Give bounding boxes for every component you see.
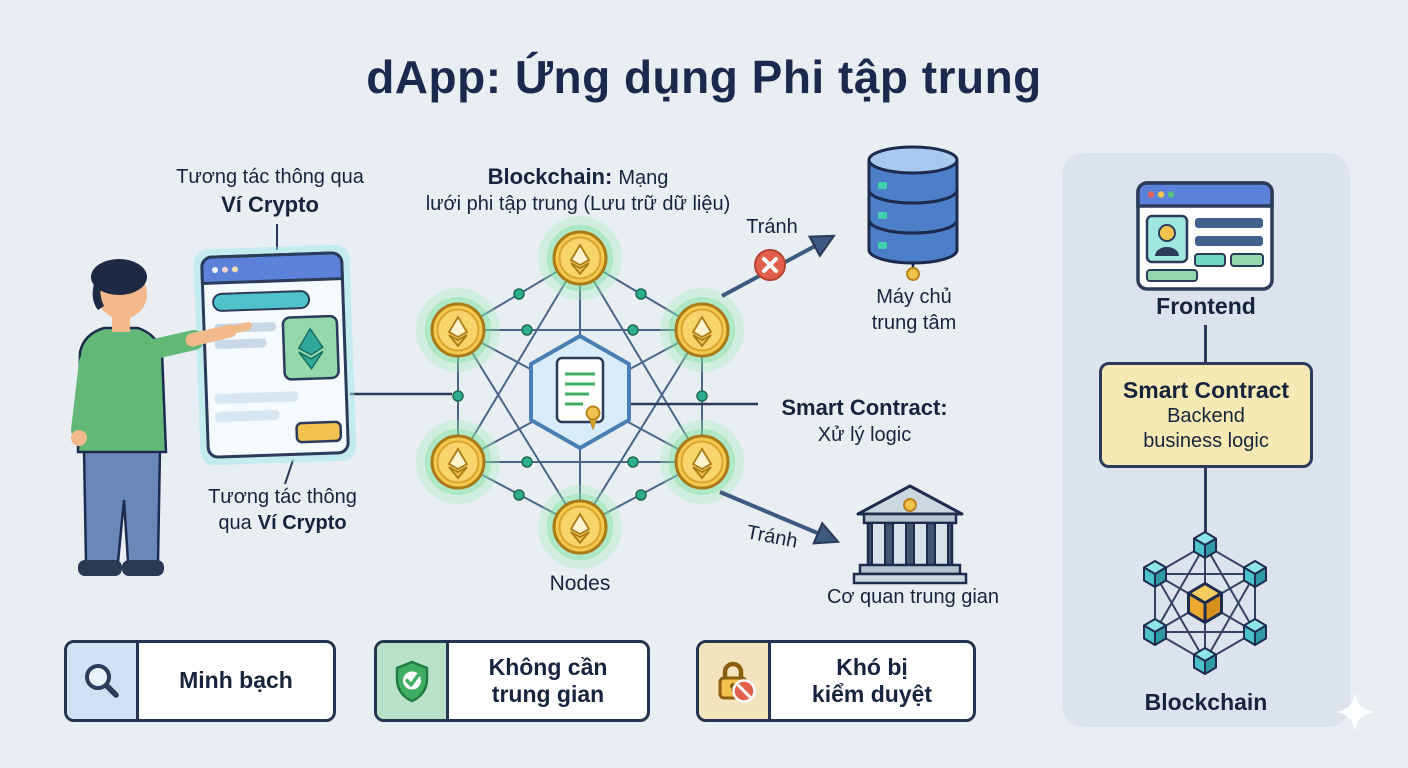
blockchain-label: Blockchain bbox=[1144, 689, 1268, 715]
bank-icon bbox=[852, 484, 968, 585]
seal-icon bbox=[585, 405, 601, 421]
node-coin bbox=[543, 221, 617, 295]
page-title: dApp: Ứng dụng Phi tập trung bbox=[366, 51, 1042, 103]
node-coin bbox=[421, 293, 495, 367]
smart-contract-document-icon bbox=[555, 356, 605, 431]
eth-diamond-icon bbox=[297, 327, 324, 356]
avatar bbox=[1158, 224, 1176, 242]
node-coin bbox=[665, 425, 739, 499]
benefit-label: Không cần trung gian bbox=[488, 653, 608, 707]
benefit-label: Khó bị kiểm duyệt bbox=[811, 653, 933, 707]
central-server-label: Máy chủ trung tâm bbox=[871, 286, 957, 335]
x-circle-icon bbox=[754, 249, 786, 281]
hair bbox=[91, 259, 147, 295]
benefit-card-censorship-resistant: Khó bị kiểm duyệt bbox=[696, 640, 976, 722]
benefit-label: Minh bạch bbox=[179, 667, 293, 694]
node-coin bbox=[421, 425, 495, 499]
frontend-label: Frontend bbox=[1156, 293, 1256, 319]
benefit-card-no-intermediary: Không cần trung gian bbox=[374, 640, 650, 722]
shield-check-icon bbox=[377, 643, 449, 719]
label-connector-bottom bbox=[284, 459, 294, 485]
dapp-stack-panel: Frontend Smart Contract Backend business… bbox=[1062, 153, 1375, 732]
center-cube bbox=[1187, 582, 1223, 624]
nodes-label: Nodes bbox=[549, 572, 611, 595]
network-relay-dots bbox=[452, 288, 708, 501]
intermediary-label: Cơ quan trung gian bbox=[826, 586, 1000, 608]
benefit-card-transparency: Minh bạch bbox=[64, 640, 336, 722]
sparkle-icon bbox=[1335, 692, 1375, 732]
wallet-browser-illustration bbox=[193, 244, 357, 466]
browser-window-icon bbox=[1136, 181, 1274, 291]
wallet-eth-panel bbox=[281, 314, 340, 381]
network-title: Blockchain:Mạng lưới phi tập trung (Lưu … bbox=[425, 164, 731, 216]
wallet-label-top: Tương tác thông qua Ví Crypto bbox=[176, 166, 364, 218]
stack-connector bbox=[1204, 468, 1207, 534]
database-icon bbox=[867, 145, 959, 281]
node-coin bbox=[543, 490, 617, 564]
lock-censorship-icon bbox=[699, 643, 771, 719]
magnifier-icon bbox=[67, 643, 139, 719]
avoid-server-label: Tránh bbox=[746, 216, 798, 238]
blockchain-network bbox=[421, 221, 739, 564]
node-coin bbox=[665, 293, 739, 367]
network-cube-icon bbox=[1143, 531, 1267, 675]
smart-contract-label: Smart Contract: Xử lý logic bbox=[781, 395, 948, 447]
smart-contract-hex bbox=[529, 334, 631, 450]
network-edges bbox=[457, 257, 703, 528]
smart-contract-box: Smart Contract Backend business logic bbox=[1099, 362, 1313, 468]
avoid-server-arrow bbox=[721, 238, 830, 298]
stack-connector bbox=[1204, 325, 1207, 362]
avoid-bank-label: Tránh bbox=[744, 521, 800, 553]
